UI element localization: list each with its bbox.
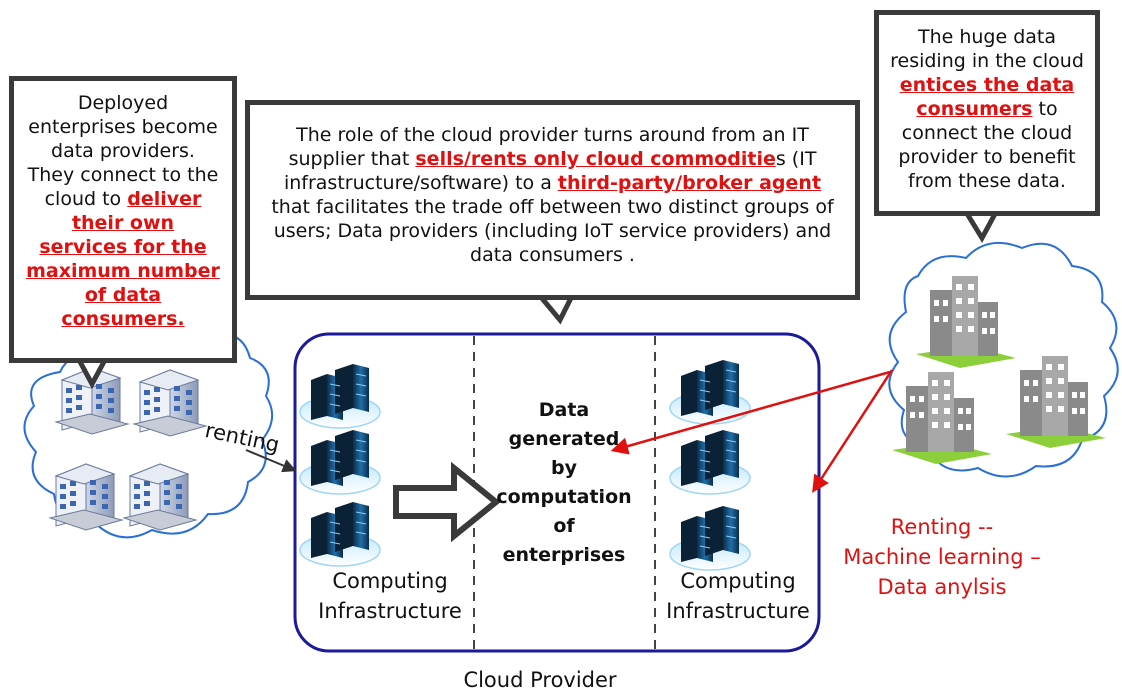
- right-callout-text-2: to connect the cloud provider to benefit…: [898, 98, 1076, 192]
- red-arrow-to-data: [610, 370, 891, 455]
- center-callout-text-2: s (IT infrastructure/software) to a: [283, 148, 817, 194]
- right-callout-text-1: The huge data residing in the cloud: [890, 26, 1084, 72]
- data-generated-label: Data generated by computation of enterpr…: [496, 399, 632, 566]
- left-callout-highlight: deliver their own services for the maxim…: [26, 188, 220, 330]
- center-callout-highlight-1: sells/rents only cloud commoditie: [415, 148, 776, 170]
- red-label-line-2: Machine learning –: [843, 545, 1041, 569]
- red-label-line-1: Renting --: [890, 515, 994, 539]
- left-infrastructure-label: Computing Infrastructure: [318, 569, 462, 623]
- center-callout: The role of the cloud provider turns aro…: [245, 100, 860, 300]
- left-callout-text: Deployed enterprises become data provide…: [27, 92, 219, 210]
- right-callout-highlight: entices the data consumers: [899, 74, 1075, 120]
- center-callout-text-3: that facilitates the trade off between t…: [271, 196, 834, 266]
- right-callout: The huge data residing in the cloud enti…: [874, 10, 1100, 216]
- office-building-icon: [123, 463, 197, 531]
- right-infrastructure-label: Computing Infrastructure: [666, 569, 810, 623]
- left-callout: Deployed enterprises become data provide…: [9, 76, 237, 363]
- center-callout-text-1: The role of the cloud provider turns aro…: [288, 124, 809, 170]
- center-callout-highlight-2: third-party/broker agent: [557, 172, 822, 194]
- office-building-icon: [133, 369, 207, 437]
- renting-arrow: [245, 449, 297, 473]
- cloud-provider-label: Cloud Provider: [463, 668, 617, 692]
- red-arrow-to-infra: [812, 369, 894, 493]
- renting-ml-label: Renting -- Machine learning – Data anyls…: [822, 512, 1062, 602]
- office-building-icon: [49, 463, 123, 531]
- red-label-line-3: Data anylsis: [877, 575, 1007, 599]
- hollow-arrow: [393, 461, 501, 543]
